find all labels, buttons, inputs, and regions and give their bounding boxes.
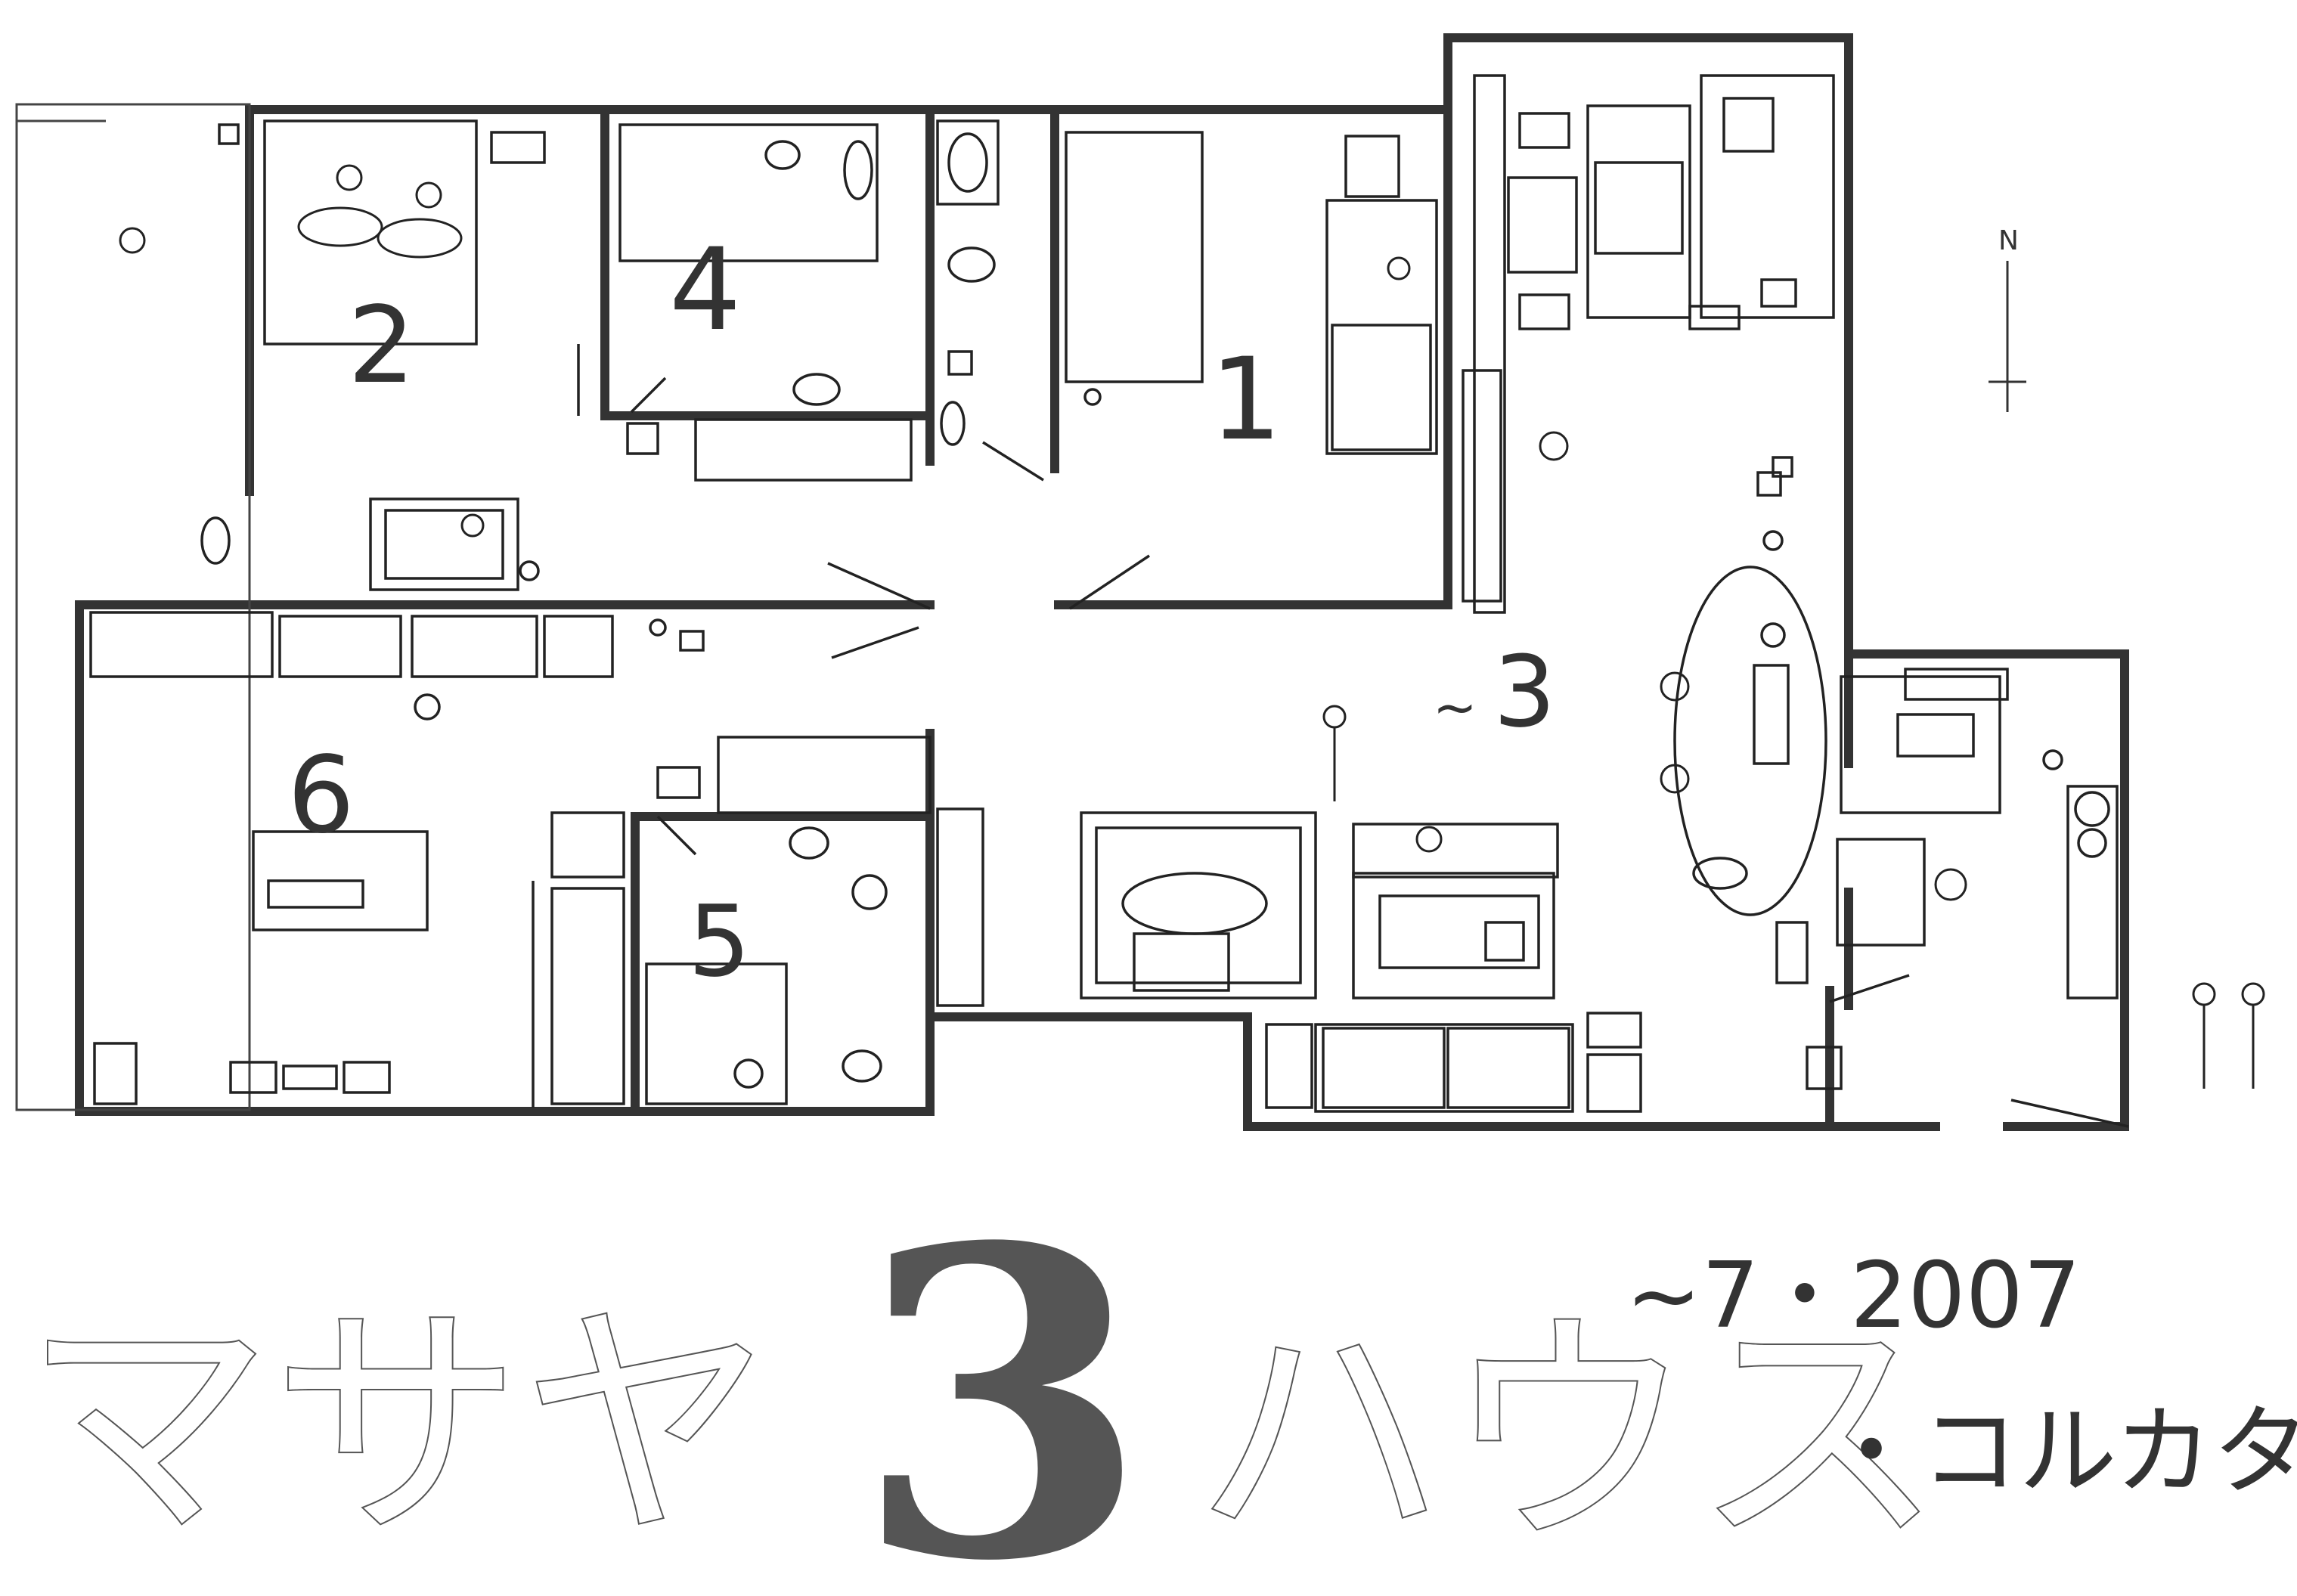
people [119,164,2265,1089]
title-location: ・コルカタ [1822,1394,2297,1509]
compass-label: N [1998,225,2019,256]
room-number-1: 1 [1210,334,1282,466]
title-numeral: 3 [854,1157,1149,1596]
balcony [15,103,251,1111]
title-katakana-part2: ハウス [1195,1288,1943,1579]
compass-icon [1989,261,2026,412]
room-number-4: 4 [669,225,741,356]
title-date: ~7・2007 [1626,1244,2081,1349]
furniture [89,74,2129,1128]
title-katakana-part1: マサヤ [23,1281,771,1571]
room-number-3-prefix: ~ [1433,677,1477,739]
walls [75,33,2129,1131]
room-number-3: 3 [1493,634,1556,749]
room-number-2: 2 [348,284,415,408]
room-number-5: 5 [688,884,751,999]
house-title: マサヤ 3 ハウス ~7・2007 ・コルカタ [21,1157,2297,1596]
room-number-6: 6 [287,734,355,857]
